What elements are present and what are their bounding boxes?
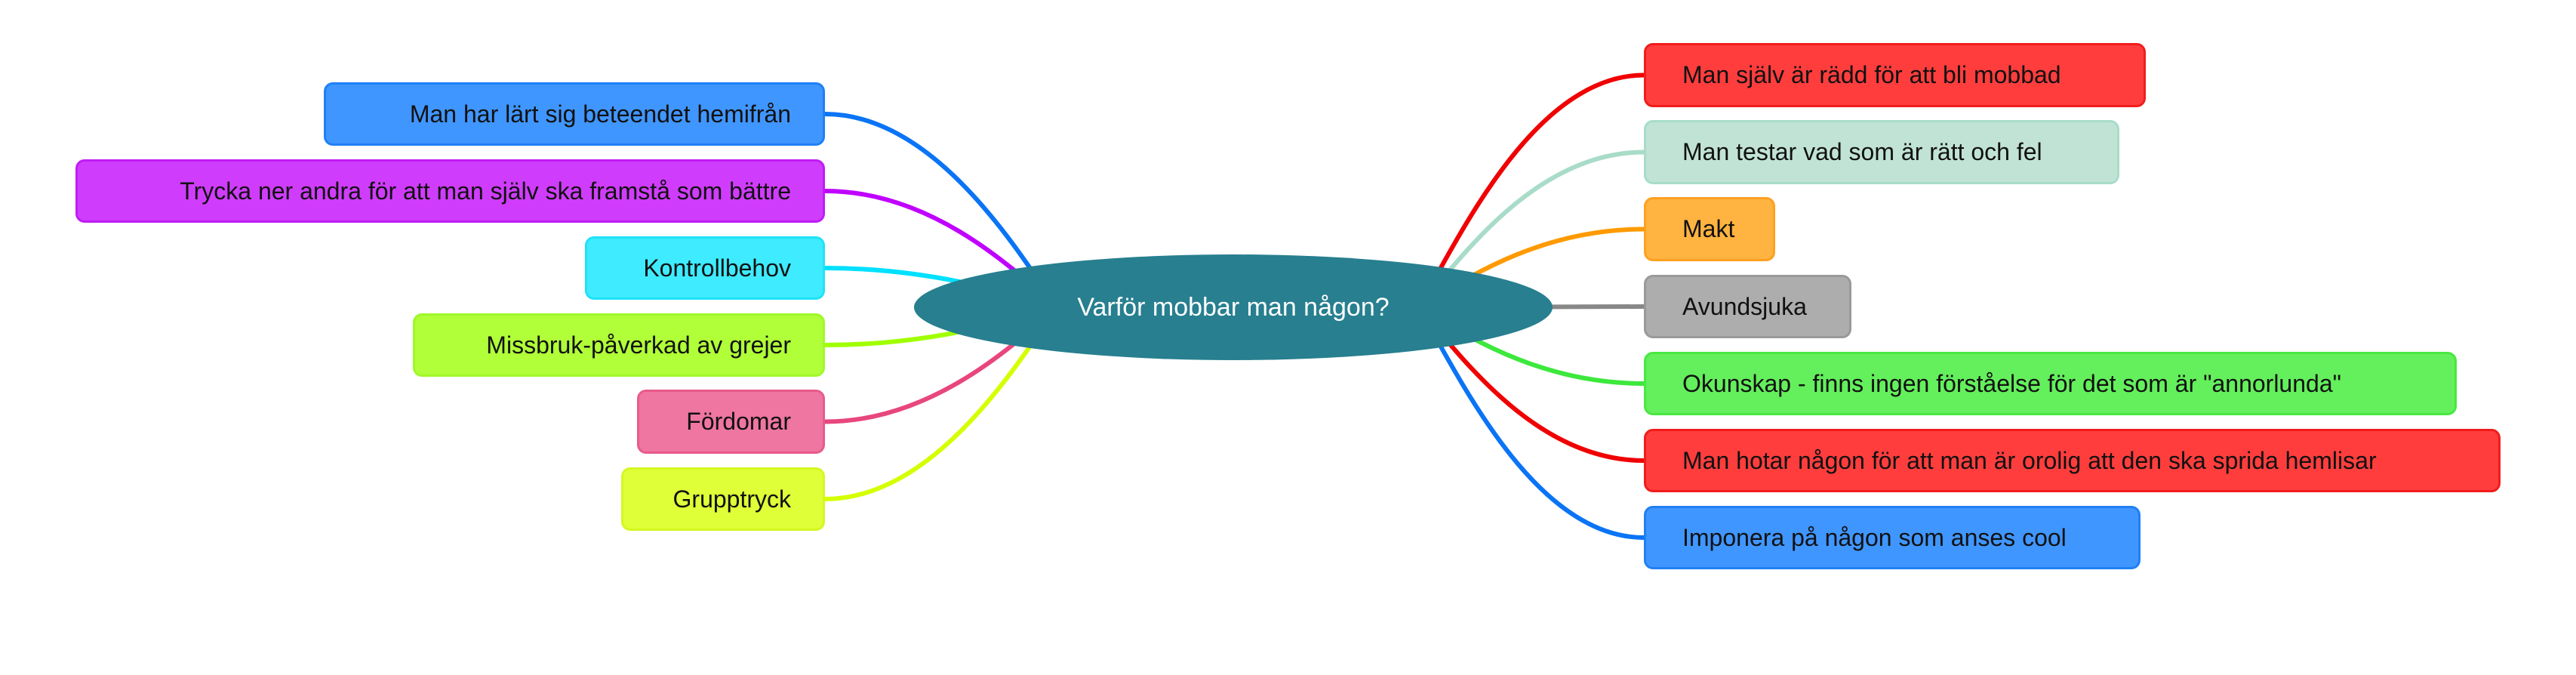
topic-man-hotar-nagon-for-att-man-ar-orolig-at[interactable]: Man hotar någon för att man är orolig at…	[1644, 429, 2501, 492]
topic-label: Makt	[1682, 215, 1735, 242]
topic-label: Okunskap - finns ingen förståelse för de…	[1682, 369, 2341, 397]
topic-fordomar[interactable]: Fördomar	[637, 390, 825, 454]
topic-man-testar-vad-som-ar-ratt-och-fel[interactable]: Man testar vad som är rätt och fel	[1644, 120, 2119, 184]
topic-label: Man testar vad som är rätt och fel	[1682, 138, 2042, 165]
topic-label: Avundsjuka	[1682, 292, 1807, 320]
topic-avundsjuka[interactable]: Avundsjuka	[1644, 275, 1851, 338]
central-topic[interactable]: Varför mobbar man någon?	[914, 254, 1553, 360]
topic-grupptryck[interactable]: Grupptryck	[621, 467, 825, 531]
topic-imponera-pa-nagon-som-anses-cool[interactable]: Imponera på någon som anses cool	[1644, 506, 2141, 569]
topic-man-har-lart-sig-beteendet-hemifran[interactable]: Man har lärt sig beteendet hemifrån	[324, 82, 825, 146]
topic-label: Fördomar	[686, 408, 791, 435]
topic-okunskap-finns-ingen-forstaelse-for-det-[interactable]: Okunskap - finns ingen förståelse för de…	[1644, 352, 2457, 415]
topic-label: Imponera på någon som anses cool	[1682, 523, 2067, 551]
topic-label: Man själv är rädd för att bli mobbad	[1682, 61, 2061, 88]
topic-missbruk-paverkad-av-grejer[interactable]: Missbruk-påverkad av grejer	[413, 313, 825, 377]
topic-label: Man hotar någon för att man är orolig at…	[1682, 446, 2377, 474]
topic-label: Man har lärt sig beteendet hemifrån	[409, 100, 791, 128]
central-topic-label: Varför mobbar man någon?	[1077, 292, 1390, 322]
topic-man-sjalv-ar-radd-for-att-bli-mobbad[interactable]: Man själv är rädd för att bli mobbad	[1644, 43, 2146, 107]
topic-makt[interactable]: Makt	[1644, 197, 1775, 261]
topic-label: Missbruk-påverkad av grejer	[486, 331, 791, 359]
topic-label: Kontrollbehov	[643, 254, 791, 282]
topic-label: Trycka ner andra för att man själv ska f…	[180, 177, 791, 205]
topic-trycka-ner-andra-for-att-man-sjalv-ska-f[interactable]: Trycka ner andra för att man själv ska f…	[75, 159, 825, 223]
topic-label: Grupptryck	[672, 485, 791, 513]
topic-kontrollbehov[interactable]: Kontrollbehov	[585, 236, 825, 300]
